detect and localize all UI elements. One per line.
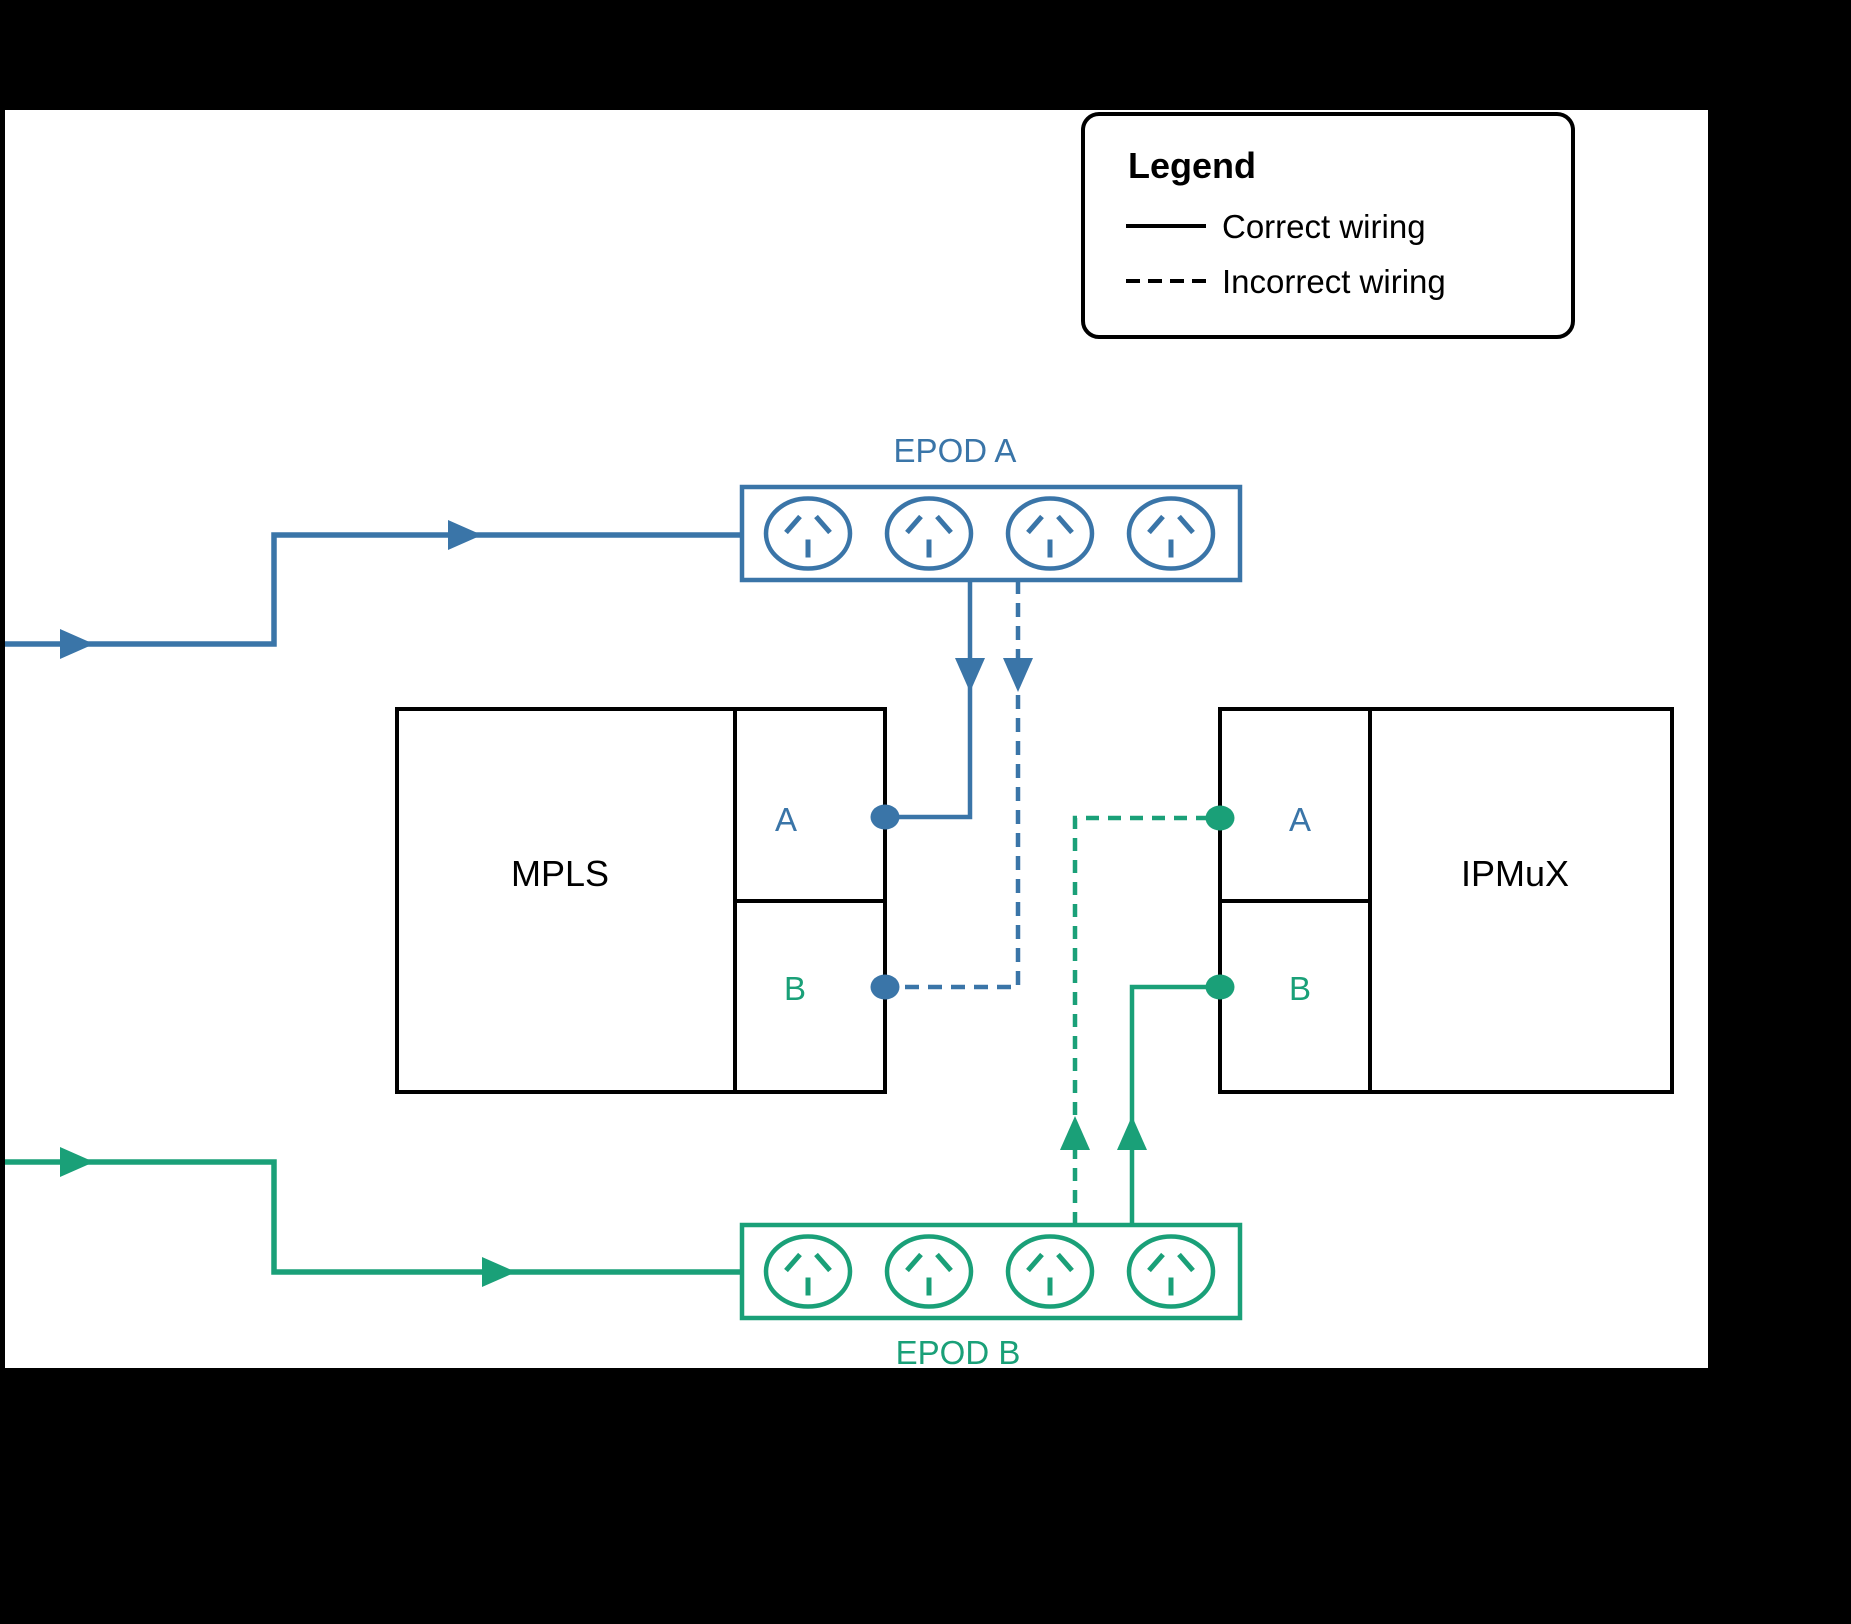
epod-a-wiring	[5, 484, 1243, 990]
epod-b-wiring	[5, 815, 1243, 1321]
legend-title: Legend	[1128, 145, 1256, 186]
ipmux-port-b-label: B	[1289, 970, 1311, 1007]
arrowhead-icon	[60, 1147, 94, 1177]
ipmux-port-a-label: A	[1289, 801, 1311, 838]
arrowhead-icon	[60, 629, 94, 659]
mpls-label: MPLS	[511, 853, 609, 894]
epod-b-label: EPOD B	[896, 1334, 1021, 1371]
mpls-port-a-connector-dot	[870, 804, 900, 830]
power-feed-epod-a	[5, 532, 742, 647]
ipmux-port-b-connector-dot	[1205, 974, 1235, 1000]
arrowhead-icon	[482, 1257, 516, 1287]
legend-correct-label: Correct wiring	[1222, 208, 1426, 245]
epod-a-label: EPOD A	[894, 432, 1017, 469]
arrowhead-icon	[1117, 1116, 1147, 1150]
black-labels: Legend Correct wiring Incorrect wiring M…	[511, 145, 1569, 894]
ipmux-label: IPMuX	[1461, 853, 1569, 894]
ipmux-port-a-connector-dot	[1205, 805, 1235, 831]
legend-incorrect-label: Incorrect wiring	[1222, 263, 1446, 300]
epod-a-markers: EPOD A A A	[60, 432, 1311, 1000]
wire-epoda-to-mpls-b-incorrect	[886, 580, 1021, 990]
black-outlines	[395, 112, 1674, 1094]
arrowhead-icon	[955, 658, 985, 692]
wire-epodb-to-ipmux-a-incorrect	[1072, 815, 1219, 1225]
arrowhead-icon	[1003, 658, 1033, 692]
arrowhead-icon	[448, 520, 482, 550]
mpls-port-b-label: B	[784, 970, 806, 1007]
mpls-port-a-label: A	[775, 801, 797, 838]
arrowhead-icon	[1060, 1116, 1090, 1150]
epod-b-markers: EPOD B B B	[60, 805, 1311, 1371]
mpls-port-b-connector-dot	[870, 974, 900, 1000]
